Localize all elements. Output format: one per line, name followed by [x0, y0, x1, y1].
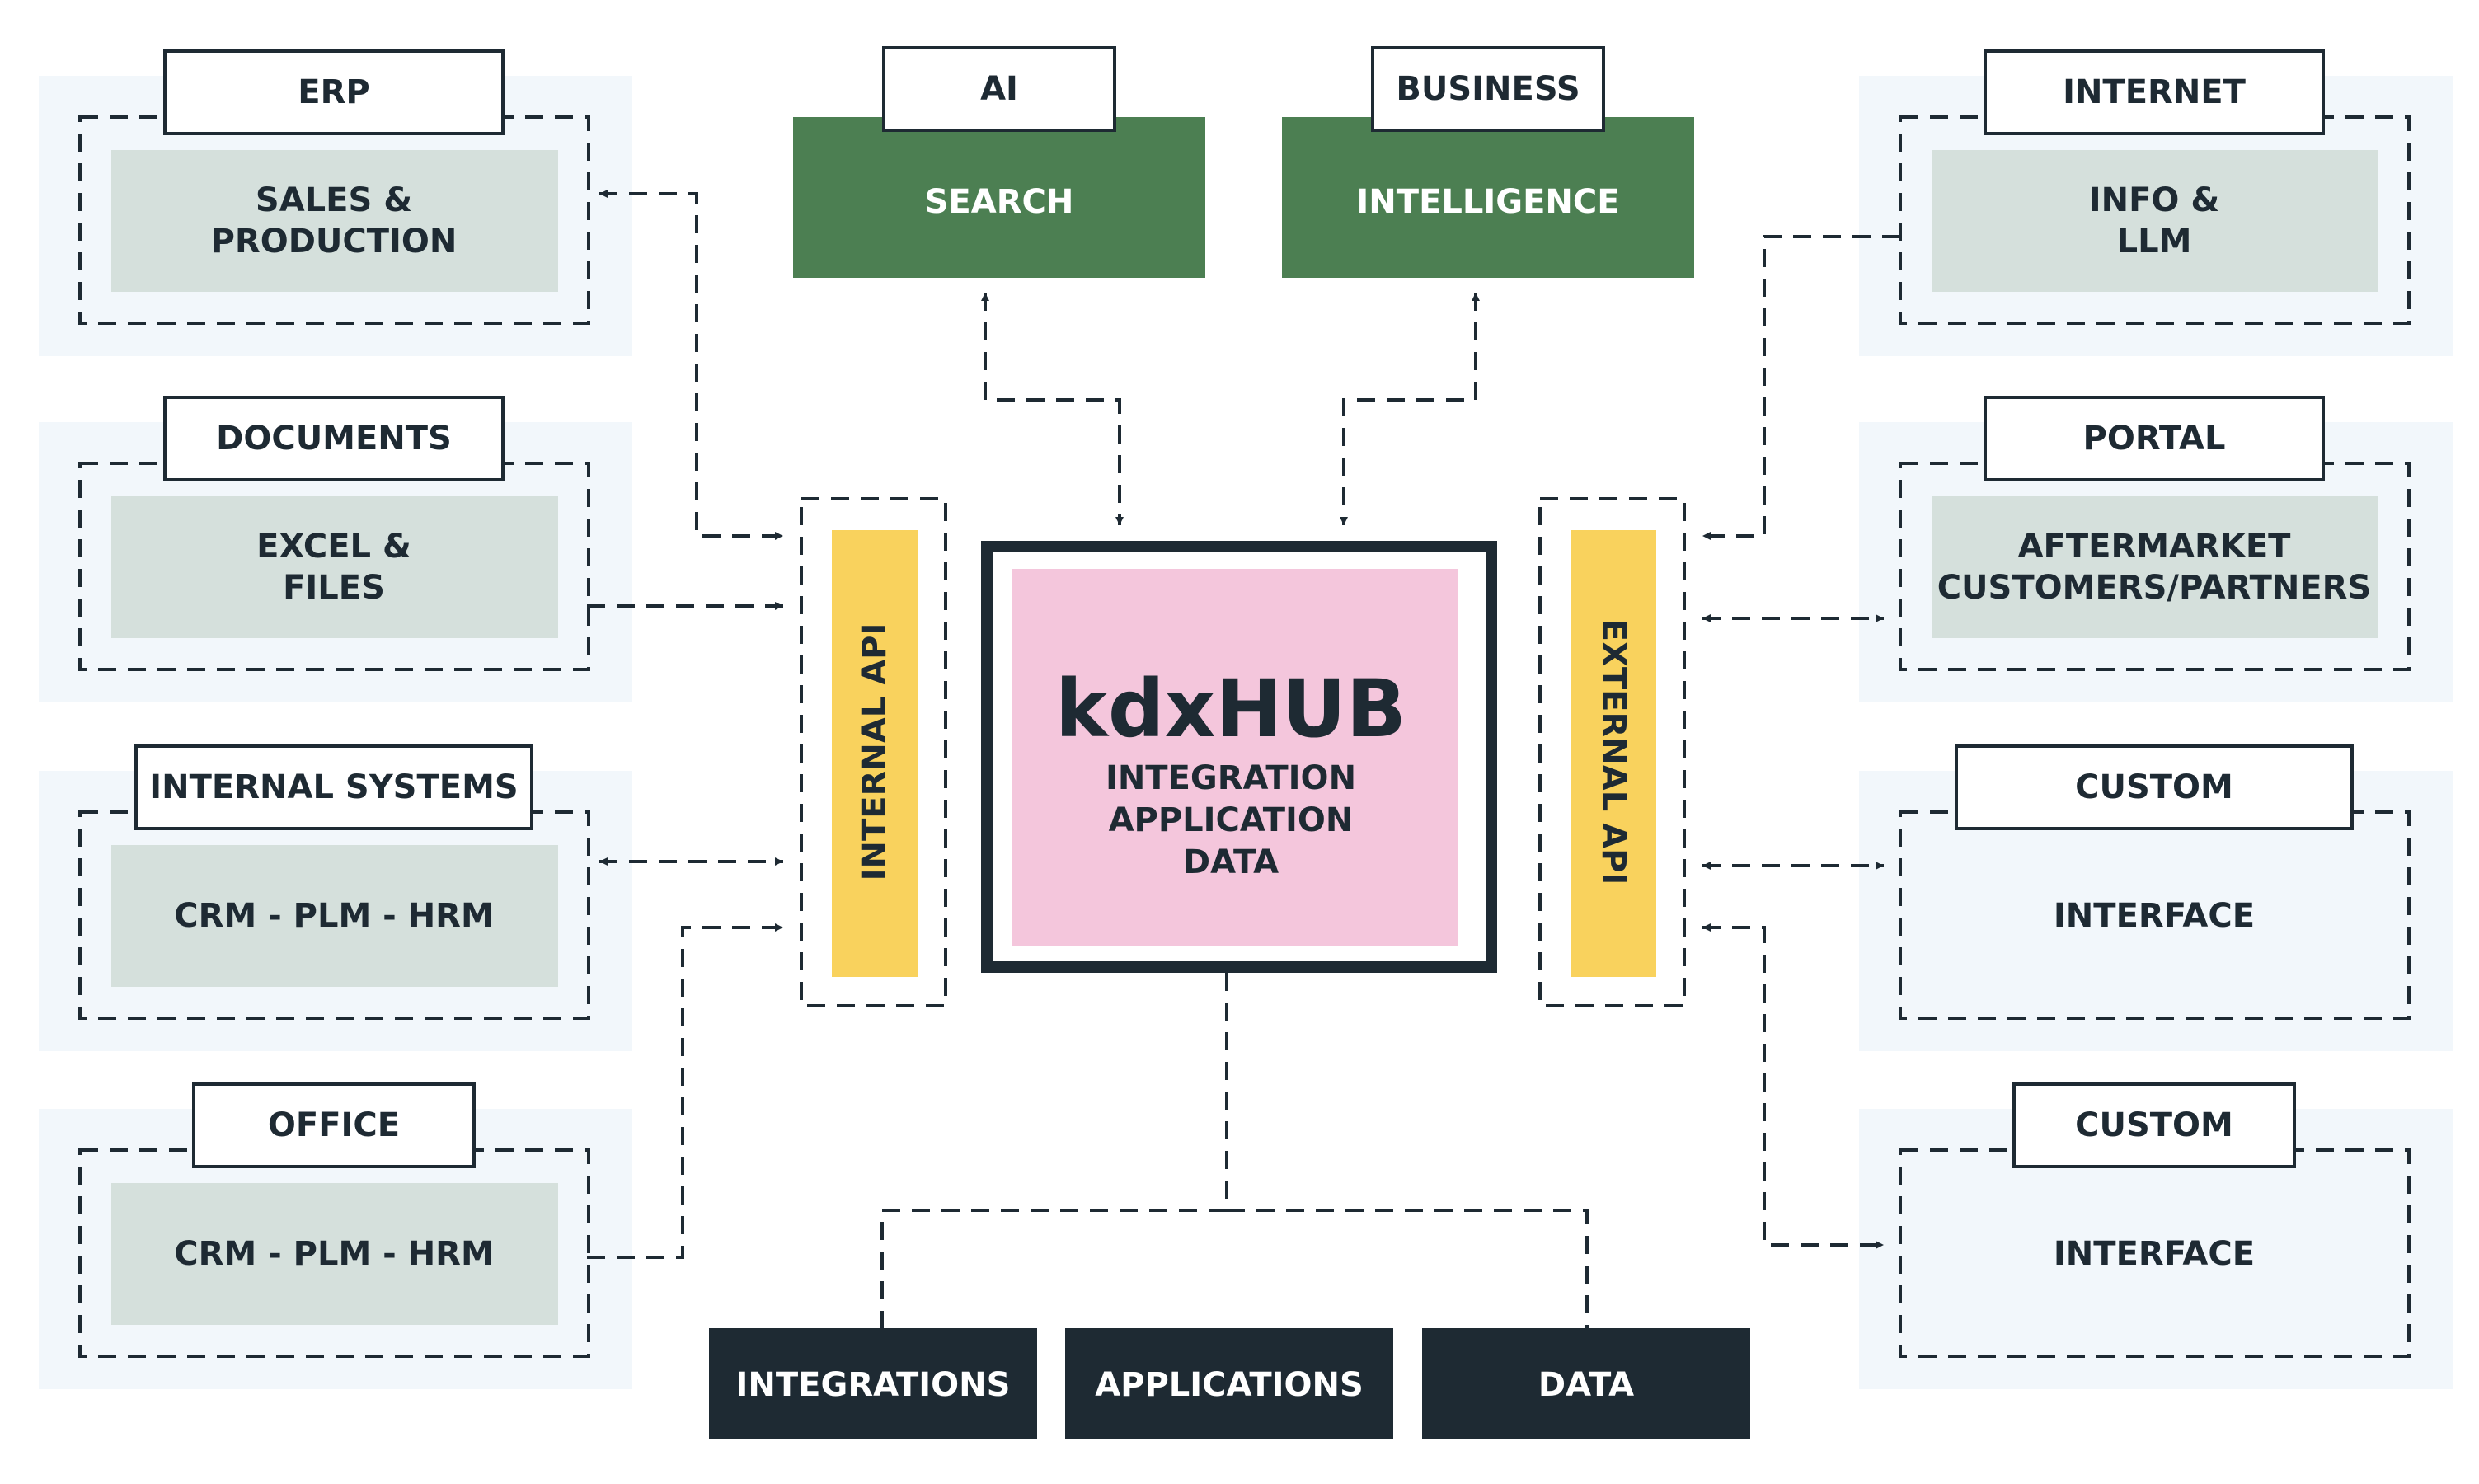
- bottom-box-body: [1422, 1328, 1750, 1439]
- module-label: FILES: [283, 569, 385, 607]
- kdxhub-core: kdxHUB INTEGRATION APPLICATION DATA: [981, 541, 1497, 973]
- left-group-1: ERP SALES & PRODUCTION: [78, 49, 590, 325]
- right-group-3: CUSTOM INTERFACE: [1899, 744, 2411, 1020]
- internal-api-frame: [800, 497, 947, 1007]
- group-tab: [1984, 396, 2325, 481]
- module-box: [111, 1183, 558, 1325]
- module-label: INTERFACE: [2054, 1235, 2255, 1273]
- module-label: CRM - PLM - HRM: [174, 897, 494, 935]
- left-group-3: INTERNAL SYSTEMS CRM - PLM - HRM: [78, 744, 590, 1020]
- module-label: INTERFACE: [2054, 897, 2255, 935]
- bottom-box-3: DATA: [1422, 1328, 1750, 1439]
- bottom-box-body: [709, 1328, 1037, 1439]
- connector-bi: [1340, 293, 1480, 525]
- module-label: EXCEL &: [256, 528, 411, 566]
- internal-api-bar: [832, 530, 918, 977]
- internal-api: INTERNAL API: [800, 497, 947, 1007]
- connector-integrations: [880, 973, 1228, 1328]
- module-label: CRM - PLM - HRM: [174, 1235, 494, 1273]
- external-api: EXTERNAL API: [1538, 497, 1686, 1007]
- group-tab-label: ERP: [298, 73, 369, 111]
- left-group-4: OFFICE CRM - PLM - HRM: [78, 1082, 590, 1358]
- left-group-2: DOCUMENTS EXCEL &FILES: [78, 396, 590, 671]
- top-box-tab-label: BUSINESS: [1396, 70, 1580, 108]
- module-label: LLM: [2117, 223, 2192, 261]
- bottom-box-body: [1065, 1328, 1393, 1439]
- top-box-tab: [882, 46, 1116, 132]
- module-label: PRODUCTION: [211, 223, 458, 261]
- module-label: CUSTOMERS/PARTNERS: [1937, 569, 2372, 607]
- top-box-label: SEARCH: [925, 183, 1074, 221]
- external-api-frame: [1538, 497, 1686, 1007]
- module-label: INFO &: [2089, 181, 2220, 219]
- module-box: [1932, 150, 2378, 292]
- group-tab: [1955, 744, 2354, 830]
- top-box-1: AI SEARCH: [793, 46, 1205, 278]
- external-api-bar: [1571, 530, 1656, 977]
- hub-subtitle: DATA: [1183, 843, 1279, 881]
- group-tab: [163, 49, 505, 135]
- module-label: AFTERMARKET: [2018, 528, 2292, 566]
- group-tab: [163, 396, 505, 481]
- connector-data: [1227, 1209, 1589, 1328]
- hub-title: kdxHUB: [1055, 663, 1406, 755]
- bottom-box-label: APPLICATIONS: [1095, 1366, 1364, 1404]
- group-tab-label: CUSTOM: [2075, 1106, 2233, 1144]
- module-box: [111, 845, 558, 987]
- group-tab: [1984, 49, 2325, 135]
- right-group-4: CUSTOM INTERFACE: [1899, 1082, 2411, 1358]
- bottom-box-label: DATA: [1538, 1366, 1634, 1404]
- hub-panel: [1012, 569, 1458, 946]
- connector-internet: [1702, 235, 1900, 540]
- hub-subtitle: APPLICATION: [1109, 801, 1354, 839]
- group-tab: [2012, 1082, 2296, 1168]
- hub-subtitle: INTEGRATION: [1106, 759, 1356, 797]
- connector-office: [587, 923, 783, 1259]
- connector-custom-2: [1702, 923, 1884, 1249]
- group-tab-label: CUSTOM: [2075, 768, 2233, 806]
- module-box: [111, 150, 558, 292]
- group-tab: [134, 744, 533, 830]
- group-tab-label: INTERNAL SYSTEMS: [149, 768, 518, 806]
- bottom-box-2: APPLICATIONS: [1065, 1328, 1393, 1439]
- external-api-label: EXTERNAL API: [1594, 619, 1632, 885]
- nodes: ERP SALES & PRODUCTION DOCUMENTS EXCEL &FILE…: [78, 46, 2411, 1439]
- top-box-2: BUSINESS INTELLIGENCE: [1282, 46, 1694, 278]
- group-tab-label: DOCUMENTS: [216, 420, 452, 458]
- module-label: SALES &: [256, 181, 412, 219]
- top-box-tab-label: AI: [980, 70, 1018, 108]
- module-box: [111, 496, 558, 638]
- group-tab-label: INTERNET: [2063, 73, 2247, 111]
- right-group-1: INTERNET INFO & LLM: [1899, 49, 2411, 325]
- top-box-label: INTELLIGENCE: [1356, 183, 1619, 221]
- top-box-body: [793, 117, 1205, 278]
- module-box: [1932, 496, 2378, 638]
- top-box-tab: [1371, 46, 1605, 132]
- connectors: [587, 190, 1900, 1328]
- connector-erp: [599, 190, 783, 540]
- group-tab: [192, 1082, 476, 1168]
- top-box-body: [1282, 117, 1694, 278]
- group-tab-label: PORTAL: [2083, 420, 2226, 458]
- bottom-box-1: INTEGRATIONS: [709, 1328, 1037, 1439]
- connector-search: [981, 293, 1124, 525]
- group-tab-label: OFFICE: [268, 1106, 400, 1144]
- bottom-box-label: INTEGRATIONS: [736, 1366, 1011, 1404]
- internal-api-label: INTERNAL API: [856, 623, 894, 881]
